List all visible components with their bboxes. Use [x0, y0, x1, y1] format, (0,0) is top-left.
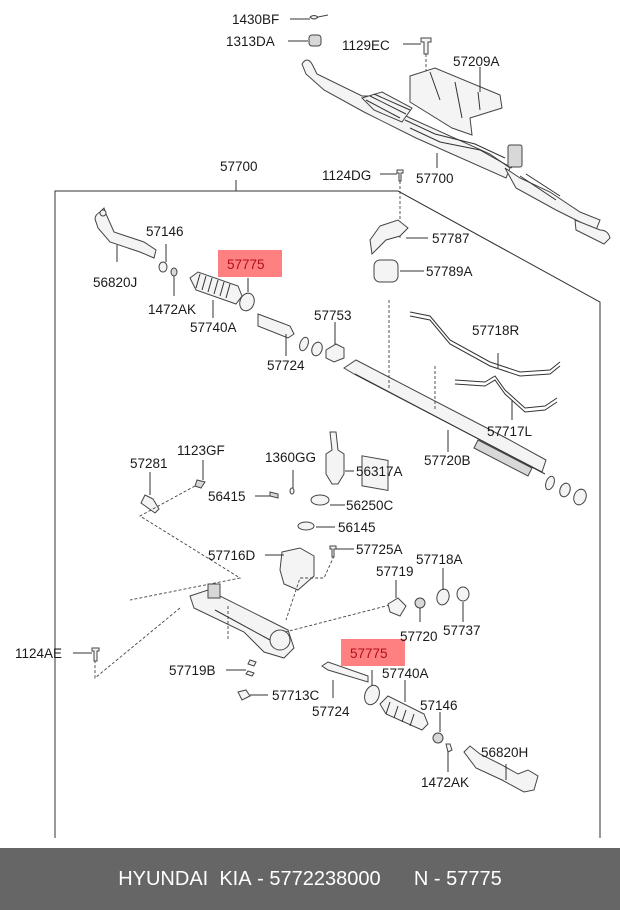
highlight-box-lower: [341, 639, 405, 666]
part-number: 5772238000: [269, 867, 381, 890]
label-57720[interactable]: 57720: [400, 629, 438, 644]
ref-prefix: N: [413, 867, 429, 890]
label-1123GF[interactable]: 1123GF: [177, 443, 225, 458]
label-57724-right[interactable]: 57724: [312, 704, 350, 719]
label-57724-left[interactable]: 57724: [267, 358, 305, 373]
label-57789A[interactable]: 57789A: [426, 264, 473, 279]
label-1129EC[interactable]: 1129EC: [342, 38, 390, 53]
spacer: [381, 868, 414, 891]
label-57753[interactable]: 57753: [314, 308, 352, 323]
label-1430BF[interactable]: 1430BF: [232, 12, 279, 27]
label-57725A[interactable]: 57725A: [356, 542, 403, 557]
label-57720B[interactable]: 57720B: [424, 453, 471, 468]
label-57281[interactable]: 57281: [130, 456, 168, 471]
assembly-frame: [54, 180, 601, 838]
label-57719[interactable]: 57719: [376, 564, 414, 579]
label-56250C[interactable]: 56250C: [346, 498, 394, 513]
label-57740A-left[interactable]: 57740A: [190, 320, 237, 335]
rack-tube-illustration: [299, 219, 587, 506]
label-57740A-right[interactable]: 57740A: [382, 666, 429, 681]
label-57700-top[interactable]: 57700: [416, 171, 454, 186]
label-1124DG[interactable]: 1124DG: [322, 168, 371, 183]
separator-1: -: [251, 867, 270, 890]
label-57146-right[interactable]: 57146: [420, 698, 458, 713]
label-57209A[interactable]: 57209A: [453, 54, 500, 69]
label-56145[interactable]: 56145: [338, 520, 376, 535]
left-tie-rod-illustration: [94, 207, 295, 356]
label-1472AK-right[interactable]: 1472AK: [421, 775, 469, 790]
label-57713C[interactable]: 57713C: [272, 688, 320, 703]
parts-diagram: 1430BF 1313DA 1129EC 57209A 57700 57700 …: [15, 12, 611, 838]
label-57737[interactable]: 57737: [443, 623, 481, 638]
label-57146-left[interactable]: 57146: [146, 224, 184, 239]
label-57716D[interactable]: 57716D: [208, 548, 256, 563]
right-tie-rod-illustration: [73, 568, 539, 793]
label-1472AK-left[interactable]: 1472AK: [148, 302, 196, 317]
label-57718R[interactable]: 57718R: [472, 323, 520, 338]
separator-2: -: [428, 867, 447, 890]
part-number-banner: HYUNDAI KIA - 5772238000 N - 57775: [0, 848, 620, 910]
label-57717L[interactable]: 57717L: [487, 424, 533, 439]
ref-number: 57775: [446, 867, 502, 890]
label-57787[interactable]: 57787: [432, 231, 470, 246]
label-56415[interactable]: 56415: [208, 489, 246, 504]
brand-text: HYUNDAI KIA: [118, 867, 252, 890]
label-57700-assembly[interactable]: 57700: [220, 159, 258, 174]
label-57719B[interactable]: 57719B: [169, 663, 216, 678]
label-1313DA[interactable]: 1313DA: [226, 34, 275, 49]
label-1360GG[interactable]: 1360GG: [265, 450, 316, 465]
label-1124AE[interactable]: 1124AE: [15, 646, 62, 661]
label-57775-highlighted-lower[interactable]: 57775: [350, 646, 388, 661]
top-assembly-illustration: [288, 14, 611, 245]
label-56820J[interactable]: 56820J: [93, 275, 137, 290]
label-56317A[interactable]: 56317A: [356, 464, 403, 479]
label-56820H[interactable]: 56820H: [481, 745, 528, 760]
label-57718A[interactable]: 57718A: [416, 552, 463, 567]
label-57775-highlighted-upper[interactable]: 57775: [227, 257, 265, 272]
valve-area-illustration: [94, 431, 391, 679]
highlight-box-upper: [218, 250, 282, 277]
